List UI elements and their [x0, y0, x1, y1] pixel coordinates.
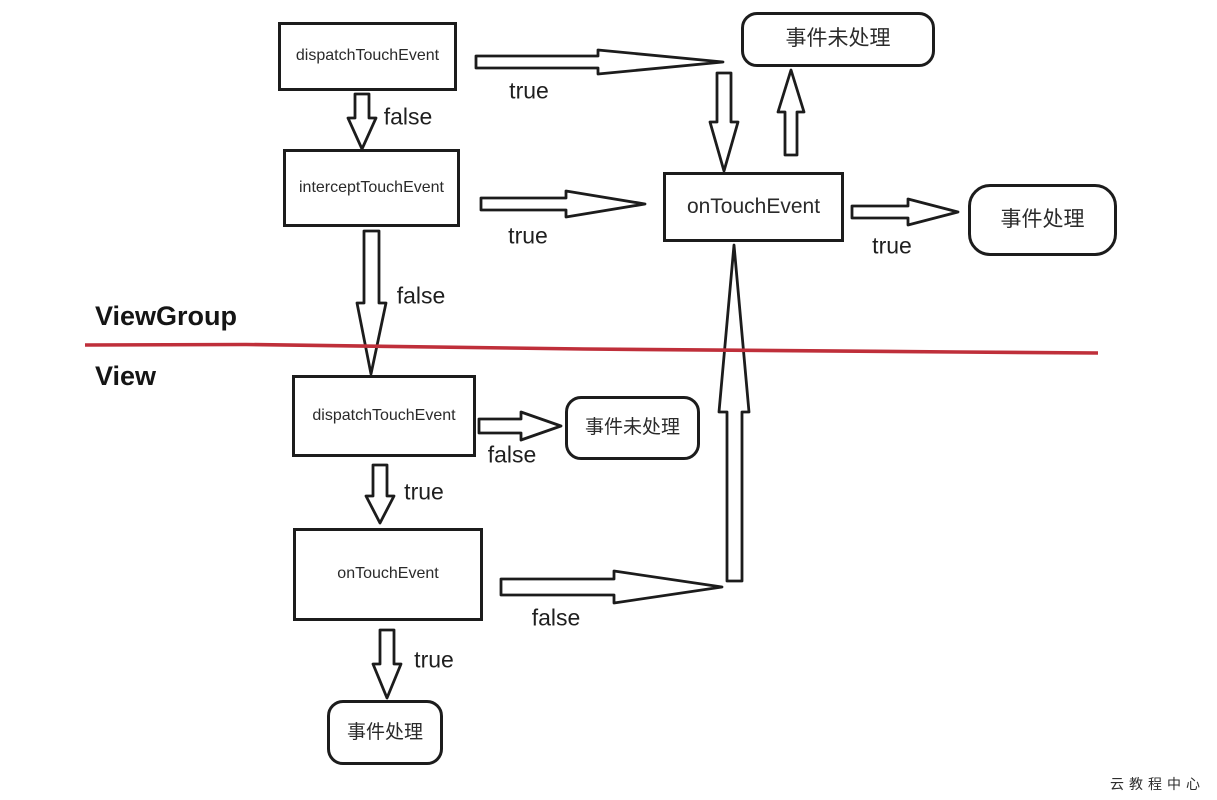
node-viewgroup-event-handled: 事件处理 — [968, 184, 1117, 256]
arrow-vg-dispatch-true — [474, 48, 725, 76]
arrow-vg-ontouch-up-unhandled — [776, 68, 806, 157]
node-view-ontouchevent: onTouchEvent — [293, 528, 483, 621]
arrow-vg-intercept-true — [479, 189, 647, 219]
edge-label-view-dispatch-true: true — [404, 478, 444, 505]
edge-label-view-dispatch-false: false — [487, 441, 537, 468]
arrow-view-dispatch-true — [364, 463, 396, 525]
arrow-vg-ontouch-true — [850, 197, 960, 227]
watermark-text: 云教程中心 — [1110, 776, 1205, 792]
edge-label-view-ontouch-true: true — [414, 646, 454, 673]
edge-label-vg-dispatch-true: true — [509, 77, 549, 104]
edge-label-vg-ontouch-true: true — [872, 232, 912, 259]
edge-label-vg-intercept-true: true — [508, 222, 548, 249]
edge-label-vg-dispatch-false: false — [383, 103, 433, 130]
node-view-event-handled: 事件处理 — [327, 700, 443, 765]
edge-label-view-ontouch-false: false — [531, 604, 581, 631]
node-view-event-unhandled: 事件未处理 — [565, 396, 700, 460]
node-viewgroup-ontouchevent: onTouchEvent — [663, 172, 844, 242]
arrow-view-ontouch-false — [499, 569, 724, 605]
arrow-vg-intercept-false — [355, 229, 388, 376]
edge-label-vg-intercept-false: false — [396, 282, 446, 309]
node-viewgroup-dispatchtouchevent: dispatchTouchEvent — [278, 22, 457, 91]
node-viewgroup-event-unhandled: 事件未处理 — [741, 12, 935, 67]
arrow-into-vg-ontouch — [708, 71, 740, 173]
arrow-view-ontouch-true — [371, 628, 403, 700]
arrow-vg-dispatch-false — [346, 92, 378, 151]
node-viewgroup-intercepttouchevent: interceptTouchEvent — [283, 149, 460, 227]
arrow-view-dispatch-false — [477, 410, 563, 442]
viewgroup-section-label: ViewGroup — [95, 301, 238, 331]
view-section-label: View — [95, 361, 157, 391]
layer-divider-line — [84, 342, 1099, 355]
arrow-up-to-vg-ontouch — [717, 243, 751, 583]
node-view-dispatchtouchevent: dispatchTouchEvent — [292, 375, 476, 457]
